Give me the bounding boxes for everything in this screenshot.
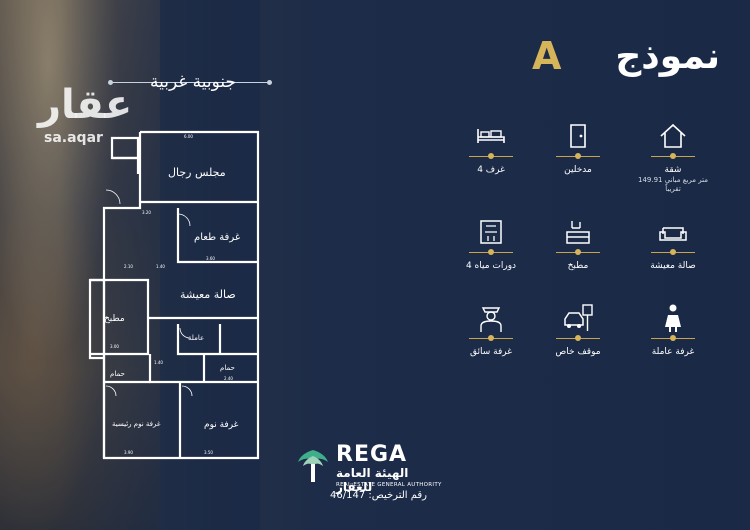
svg-text:3.60: 3.60 [206, 256, 215, 261]
room-bedroom: غرفة نوم [204, 420, 239, 430]
feature-parking: موقف خاص [533, 300, 623, 358]
watermark-brand: عقار [38, 82, 133, 128]
room-majlis: مجلس رجال [168, 166, 226, 179]
feature-apartment-label: شقة [664, 165, 682, 175]
svg-text:6.00: 6.00 [184, 134, 193, 139]
orientation-line [108, 80, 272, 85]
license-number: رقم الترخيص: 46/147 [330, 490, 427, 501]
maid-icon [628, 300, 718, 336]
rega-name: REGA [336, 442, 408, 467]
feature-kitchen-label: مطبخ [567, 261, 589, 271]
svg-text:2.10: 2.10 [124, 264, 133, 269]
feature-entrances-label: مدخلين [564, 165, 592, 175]
house-icon [628, 118, 718, 154]
feature-apartment-approx: تقريباً [665, 185, 681, 193]
model-title-text: نموذج [615, 36, 720, 77]
room-bathroom-2: حمام [220, 364, 235, 372]
svg-text:3.00: 3.00 [110, 344, 119, 349]
washroom-icon [446, 214, 536, 250]
driver-icon [446, 300, 536, 336]
model-letter: A [532, 34, 562, 78]
feature-entrances: مدخلين [533, 118, 623, 176]
feature-living: صالة معيشة [628, 214, 718, 272]
svg-text:3.20: 3.20 [142, 210, 151, 215]
rega-arabic-name: الهيئة العامة للعقار [336, 466, 409, 494]
feature-living-label: صالة معيشة [650, 261, 696, 271]
feature-bathrooms-label: 4 دورات مياه [465, 261, 517, 271]
rega-english-name: REAL ESTATE GENERAL AUTHORITY [336, 482, 442, 488]
svg-text:1.40: 1.40 [156, 264, 165, 269]
svg-text:3.50: 3.50 [204, 450, 213, 455]
feature-apartment-area: 149.91 متر مربع مباني [638, 176, 708, 184]
feature-apartment: شقة 149.91 متر مربع مباني تقريباً [628, 118, 718, 194]
orientation-label: جنوبية غربية [149, 72, 237, 92]
palm-logo-icon [298, 450, 328, 482]
feature-driver-room-label: غرفة سائق [470, 347, 512, 357]
watermark-url: sa.aqar [44, 130, 103, 146]
sofa-icon [628, 214, 718, 250]
feature-bathrooms: 4 دورات مياه [446, 214, 536, 272]
feature-maid-room: غرفة عاملة [628, 300, 718, 358]
svg-text:3.90: 3.90 [124, 450, 133, 455]
floor-plan: 6.00 3.20 3.60 2.10 1.40 3.00 1.40 2.40 … [84, 128, 264, 464]
room-living: صالة معيشة [180, 288, 236, 301]
feature-maid-room-label: غرفة عاملة [651, 347, 695, 357]
room-maid: عاملة [188, 334, 205, 342]
room-bathroom: حمام [110, 370, 125, 378]
floor-plan-drawing: 6.00 3.20 3.60 2.10 1.40 3.00 1.40 2.40 … [88, 130, 260, 460]
feature-rooms-label: 4 غرف [477, 165, 505, 175]
feature-parking-label: موقف خاص [555, 347, 601, 357]
room-dining: غرفة طعام [194, 232, 241, 243]
feature-rooms: 4 غرف [446, 118, 536, 176]
bed-icon [446, 118, 536, 154]
parking-icon [533, 300, 623, 336]
photo-fade [60, 0, 260, 530]
svg-text:1.40: 1.40 [154, 360, 163, 365]
feature-kitchen: مطبخ [533, 214, 623, 272]
model-title: A نموذج [520, 34, 720, 84]
kitchen-icon [533, 214, 623, 250]
rega-logo: REGA الهيئة العامة للعقار REAL ESTATE GE… [296, 440, 446, 520]
room-kitchen: مطبخ [104, 314, 125, 324]
feature-driver-room: غرفة سائق [446, 300, 536, 358]
room-master-bedroom: غرفة نوم رئيسية [112, 420, 161, 428]
svg-text:2.40: 2.40 [224, 376, 233, 381]
door-icon [533, 118, 623, 154]
